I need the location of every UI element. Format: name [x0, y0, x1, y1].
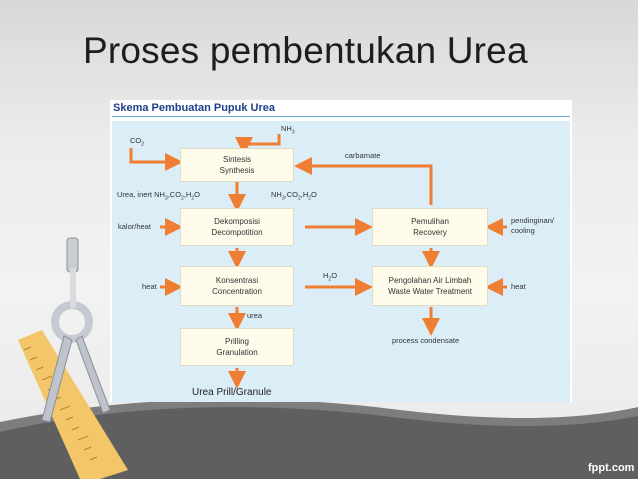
label-urea-inert: Urea, inert NH3,CO2,H2O: [117, 190, 200, 202]
box-konsentrasi-line1: Konsentrasi: [215, 276, 259, 285]
box-pemulihan-line1: Pemulihan: [411, 217, 449, 226]
label-kalor-heat: kalor/heat: [118, 222, 151, 231]
bottom-wave-decoration: [0, 399, 638, 479]
label-nh3: NH3: [281, 124, 295, 136]
box-sintesis: Sintesis Synthesis: [180, 148, 294, 182]
arrow-carbamate: [294, 157, 433, 205]
box-prilling: Prilling Granulation: [180, 328, 294, 366]
box-dekomposisi: Dekomposisi Decompotition: [180, 208, 294, 246]
slide-title: Proses pembentukan Urea: [83, 30, 528, 71]
box-prilling-line2: Granulation: [216, 348, 258, 357]
label-cooling: cooling: [511, 226, 535, 235]
diagram-title-rule: [112, 116, 570, 117]
box-sintesis-line1: Sintesis: [222, 155, 251, 164]
box-sintesis-line2: Synthesis: [219, 166, 255, 175]
label-carbamate: carbamate: [345, 151, 381, 160]
label-urea: urea: [247, 311, 263, 320]
label-pendinginan: pendinginan/: [511, 216, 554, 225]
box-konsentrasi: Konsentrasi Concentration: [180, 266, 294, 306]
label-nh3-co2-h2o: NH3,CO2,H2O: [271, 190, 317, 202]
label-urea-prill: Urea Prill/Granule: [192, 387, 272, 398]
box-dekomposisi-line1: Dekomposisi: [214, 217, 260, 226]
watermark-logo: fppt.com: [588, 462, 635, 474]
diagram-title: Skema Pembuatan Pupuk Urea: [113, 102, 276, 114]
label-heat-right: heat: [511, 282, 526, 291]
arrow-nh3-path: [235, 134, 281, 155]
label-heat-left: heat: [142, 282, 157, 291]
box-pengolahan-line1: Pengolahan Air Limbah: [388, 276, 472, 285]
arrow-co2: [129, 148, 183, 171]
label-process-condensate: process condensate: [392, 336, 460, 345]
label-h2o: H2O: [323, 271, 338, 283]
box-pemulihan-line2: Recovery: [413, 228, 447, 237]
box-konsentrasi-line2: Concentration: [212, 287, 262, 296]
box-pengolahan-line2: Waste Water Treatment: [388, 287, 472, 296]
label-co2: CO2: [130, 136, 145, 148]
box-prilling-line1: Prilling: [224, 337, 249, 346]
box-dekomposisi-line2: Decompotition: [211, 228, 263, 237]
box-pengolahan: Pengolahan Air Limbah Waste Water Treatm…: [372, 266, 488, 306]
box-pemulihan: Pemulihan Recovery: [372, 208, 488, 246]
